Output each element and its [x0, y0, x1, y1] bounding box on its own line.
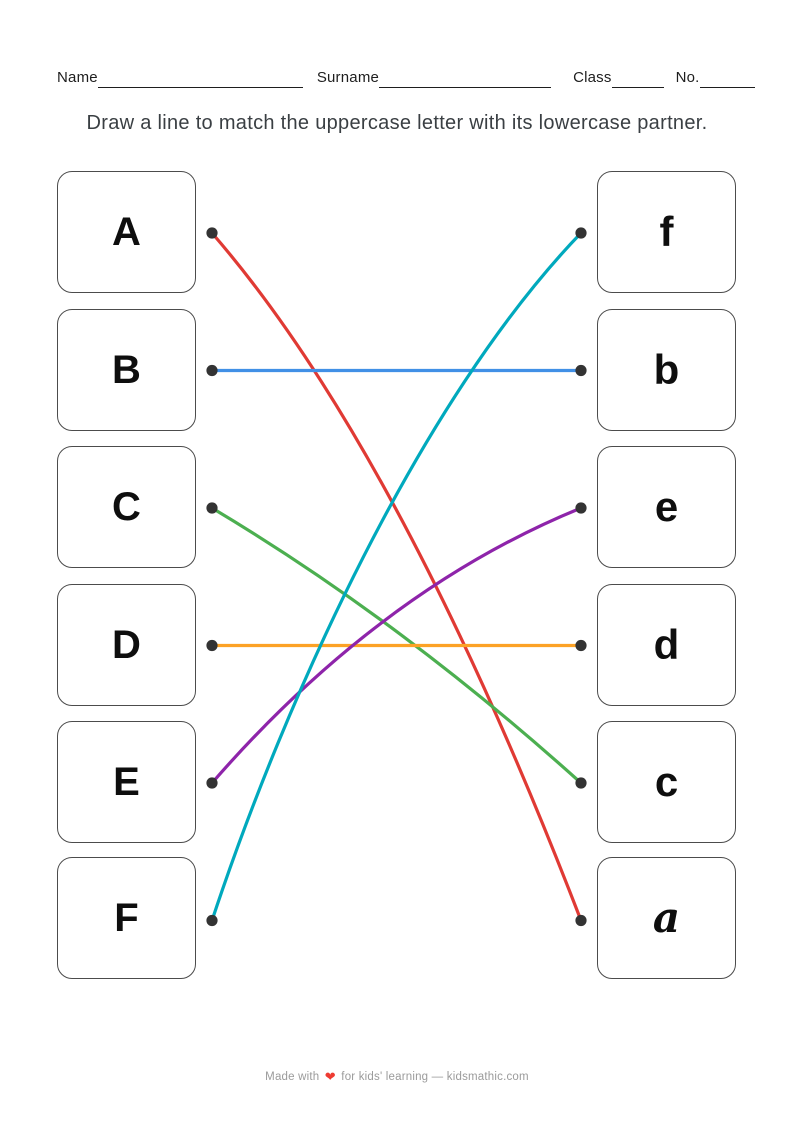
uppercase-letter: C — [112, 485, 141, 529]
lowercase-box-a: a — [597, 857, 736, 979]
name-blank-line — [97, 67, 303, 88]
match-line-F-f — [210, 231, 583, 923]
uppercase-letter: E — [113, 760, 140, 804]
connector-dot-left-row1 — [206, 227, 218, 239]
connector-dot-right-row4 — [575, 639, 587, 652]
surname-label: Surname — [316, 69, 380, 86]
lowercase-box-e: e — [597, 446, 736, 568]
lowercase-letter: a — [652, 893, 681, 942]
connector-dot-left-row3 — [206, 502, 218, 514]
connector-dot-left-row2 — [206, 364, 218, 377]
footer-credit: Made with ❤ for kids' learning — kidsmat… — [0, 1069, 794, 1085]
uppercase-box-D: D — [57, 584, 196, 706]
lowercase-letter: f — [659, 208, 674, 255]
uppercase-box-F: F — [57, 857, 196, 979]
connector-dot-left-row5 — [206, 777, 218, 789]
match-line-A-a — [210, 231, 583, 923]
connector-dot-right-row3 — [575, 502, 587, 514]
class-label: Class — [573, 69, 612, 86]
lowercase-box-b: b — [597, 309, 736, 431]
footer-text-suffix: for kids' learning — kidsmathic.com — [341, 1071, 529, 1083]
lowercase-box-f: f — [597, 171, 736, 293]
connector-dot-left-row4 — [206, 639, 218, 652]
class-blank-line — [611, 67, 664, 88]
match-line-E-e — [210, 506, 583, 785]
no-label: No. — [675, 69, 700, 86]
lowercase-letter: e — [654, 483, 679, 530]
lowercase-box-c: c — [597, 721, 736, 843]
surname-blank-line — [379, 67, 552, 88]
footer-text-prefix: Made with — [265, 1071, 320, 1083]
uppercase-letter: F — [114, 896, 139, 940]
header-fill-in-row: Name Surname Class No. — [57, 62, 779, 88]
lowercase-letter: d — [653, 621, 680, 668]
connector-dot-right-row5 — [575, 777, 587, 789]
uppercase-box-B: B — [57, 309, 196, 431]
uppercase-letter: B — [112, 348, 141, 392]
instruction-text: Draw a line to match the uppercase lette… — [86, 112, 708, 134]
name-label: Name — [57, 69, 98, 86]
connector-dot-left-row6 — [206, 914, 218, 927]
uppercase-box-E: E — [57, 721, 196, 843]
uppercase-letter: A — [112, 210, 141, 254]
match-line-C-c — [210, 506, 583, 785]
lowercase-letter: c — [654, 758, 679, 805]
uppercase-box-A: A — [57, 171, 196, 293]
uppercase-letter: D — [112, 623, 141, 667]
lowercase-box-d: d — [597, 584, 736, 706]
lowercase-letter: b — [653, 346, 680, 393]
heart-icon: ❤ — [324, 1069, 336, 1084]
connector-dot-right-row6 — [575, 914, 587, 927]
no-blank-line — [699, 67, 755, 88]
connector-dot-right-row2 — [575, 364, 587, 377]
connector-dot-right-row1 — [575, 227, 587, 239]
uppercase-box-C: C — [57, 446, 196, 568]
